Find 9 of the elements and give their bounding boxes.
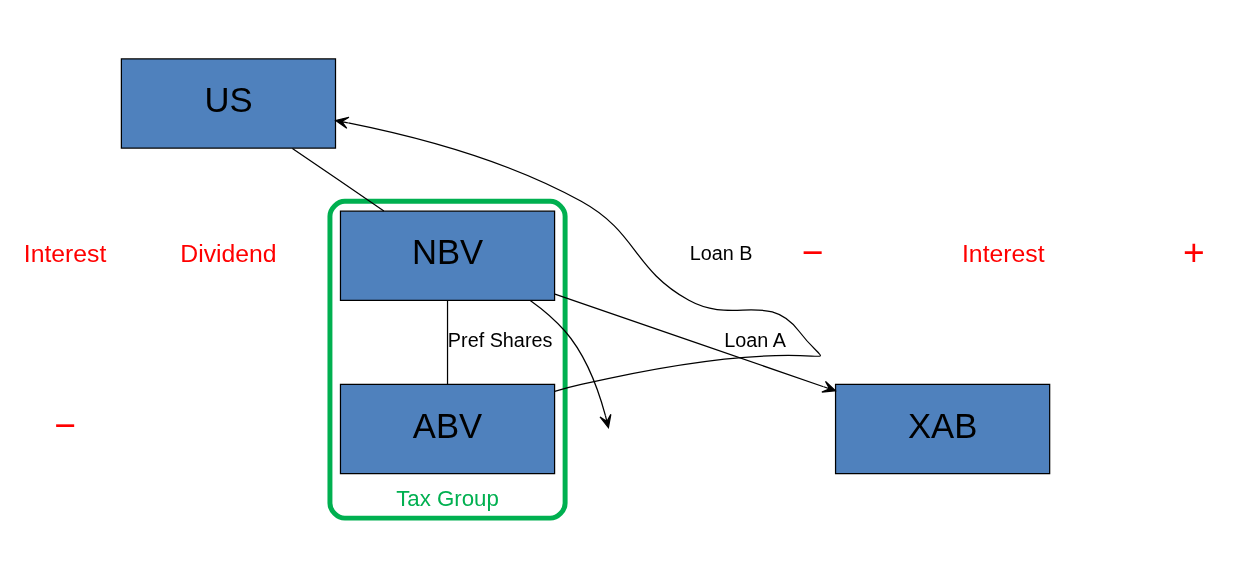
edge-label: Loan B bbox=[689, 241, 753, 264]
edge-label: Loan A bbox=[724, 328, 786, 351]
label: − bbox=[801, 230, 824, 273]
label: Interest bbox=[961, 239, 1045, 267]
label: Dividend bbox=[180, 239, 277, 267]
label: Interest bbox=[23, 239, 107, 267]
label: − bbox=[54, 403, 76, 446]
label: + bbox=[1183, 230, 1205, 273]
edge-label: Pref Shares bbox=[447, 328, 553, 351]
